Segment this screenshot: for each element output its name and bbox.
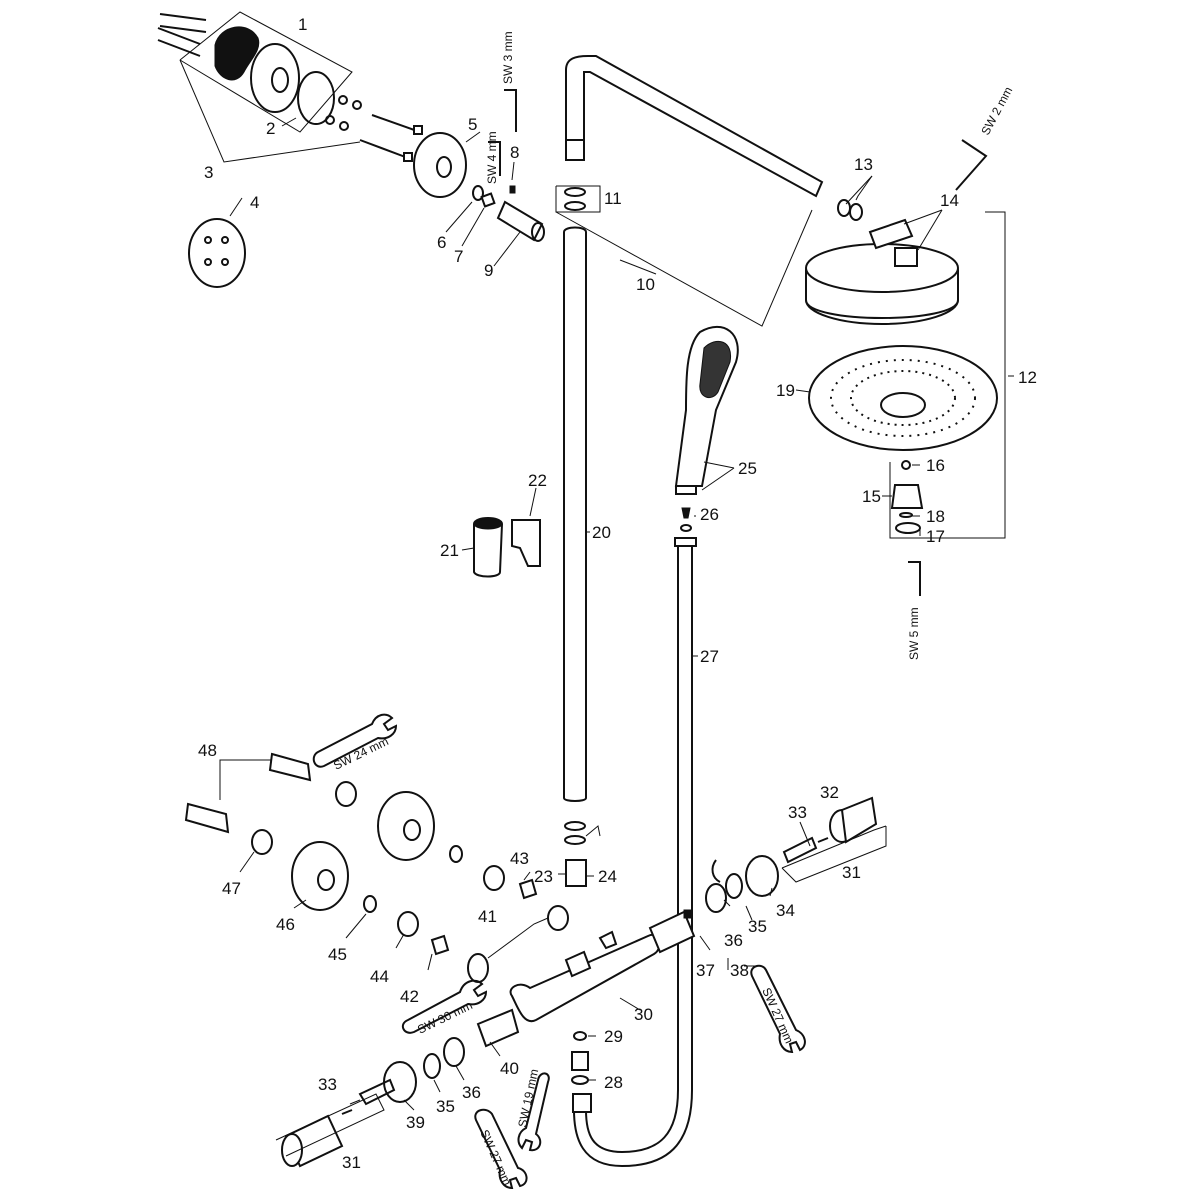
label-32: 32 (820, 783, 839, 802)
label-34: 34 (776, 901, 795, 920)
label-20: 20 (592, 523, 611, 542)
label-28: 28 (604, 1073, 623, 1092)
label-7: 7 (454, 247, 463, 266)
spray-disc (808, 345, 998, 451)
label-17: 17 (926, 527, 945, 546)
label-29: 29 (604, 1027, 623, 1046)
leader-lines (229, 117, 1014, 1111)
tool-label-sw4: SW 4 mm (485, 131, 499, 184)
label-24: 24 (598, 867, 617, 886)
temperature-handle-stop (745, 855, 779, 897)
tool-label-sw27-left: SW 27 mm (477, 1128, 514, 1188)
label-40: 40 (500, 1059, 519, 1078)
diverter-cartridge (476, 1008, 520, 1048)
label-14: 14 (940, 191, 959, 210)
hex-key-sw5 (908, 561, 921, 596)
tool-label-sw5: SW 5 mm (907, 607, 921, 660)
label-41: 41 (478, 907, 497, 926)
hex-key-sw2 (955, 139, 988, 191)
tool-label-sw30: SW 30 mm (415, 998, 474, 1037)
overhead-shower (805, 218, 959, 325)
label-5: 5 (468, 115, 477, 134)
hand-shower-holder (473, 517, 541, 578)
label-4: 4 (250, 193, 259, 212)
label-27: 27 (700, 647, 719, 666)
hex-key-sw3 (504, 89, 517, 132)
label-33-right: 33 (788, 803, 807, 822)
s-union-lower (184, 802, 230, 834)
label-16: 16 (926, 456, 945, 475)
label-10: 10 (636, 275, 655, 294)
label-38: 38 (730, 961, 749, 980)
label-30: 30 (634, 1005, 653, 1024)
label-11-upper: 11 (604, 189, 622, 208)
wrench-sw24 (312, 713, 398, 768)
riser-pipe (563, 226, 587, 802)
label-8: 8 (510, 143, 519, 162)
label-2: 2 (266, 119, 275, 138)
label-3: 3 (204, 163, 213, 182)
temperature-handle (829, 796, 878, 844)
cover-cap-lower (291, 841, 349, 911)
mounting-plate-gasket (214, 26, 260, 81)
wall-bracket-group (157, 11, 545, 288)
label-21: 21 (440, 541, 459, 560)
label-1: 1 (298, 15, 307, 34)
label-12: 12 (1018, 368, 1037, 387)
hex-key-sw4 (488, 141, 501, 176)
label-22: 22 (528, 471, 547, 490)
label-13: 13 (854, 155, 873, 174)
label-43: 43 (510, 849, 529, 868)
tool-label-sw19: SW 19 mm (515, 1068, 541, 1129)
label-36-right: 36 (724, 931, 743, 950)
label-45: 45 (328, 945, 347, 964)
shower-hose (572, 537, 697, 1168)
wrench-sw30 (401, 979, 488, 1034)
label-18: 18 (926, 507, 945, 526)
wall-rosette (413, 132, 467, 198)
wall-screws (359, 114, 423, 162)
label-42: 42 (400, 987, 419, 1006)
tool-label-sw3: SW 3 mm (501, 31, 515, 84)
label-47: 47 (222, 879, 241, 898)
label-15: 15 (862, 487, 881, 506)
wrench-sw27-right (750, 964, 806, 1054)
label-26: 26 (700, 505, 719, 524)
label-39: 39 (406, 1113, 425, 1132)
label-35-left: 35 (436, 1097, 455, 1116)
thermostat-cartridge (648, 909, 696, 954)
label-35-right: 35 (748, 917, 767, 936)
s-union-upper (268, 752, 312, 782)
wrench-sw27-left (474, 1108, 528, 1190)
cover-plate (188, 218, 246, 288)
label-6: 6 (437, 233, 446, 252)
shower-arm (565, 55, 824, 198)
anchor-bolt-pair (157, 13, 207, 57)
wall-bracket (250, 43, 300, 113)
wrench-sw19 (517, 1072, 550, 1152)
label-37: 37 (696, 961, 715, 980)
label-31-right: 31 (842, 863, 861, 882)
tool-labels: SW 3 mm SW 4 mm SW 2 mm SW 5 mm SW 24 mm… (331, 31, 1015, 1187)
label-25: 25 (738, 459, 757, 478)
label-31-left: 31 (342, 1153, 361, 1172)
part-labels: 1 2 3 4 5 6 7 8 9 10 11 12 13 14 15 16 1… (198, 15, 1037, 1172)
hand-shower (674, 326, 739, 495)
label-46: 46 (276, 915, 295, 934)
o-ring (297, 71, 335, 125)
cover-cap-upper (377, 791, 435, 861)
label-23: 23 (534, 867, 553, 886)
label-33-left: 33 (318, 1075, 337, 1094)
label-36-left: 36 (462, 1083, 481, 1102)
label-48: 48 (198, 741, 217, 760)
label-9: 9 (484, 261, 493, 280)
label-19: 19 (776, 381, 795, 400)
label-44: 44 (370, 967, 389, 986)
connector-sleeve (496, 200, 544, 242)
tool-label-sw2: SW 2 mm (978, 84, 1015, 137)
